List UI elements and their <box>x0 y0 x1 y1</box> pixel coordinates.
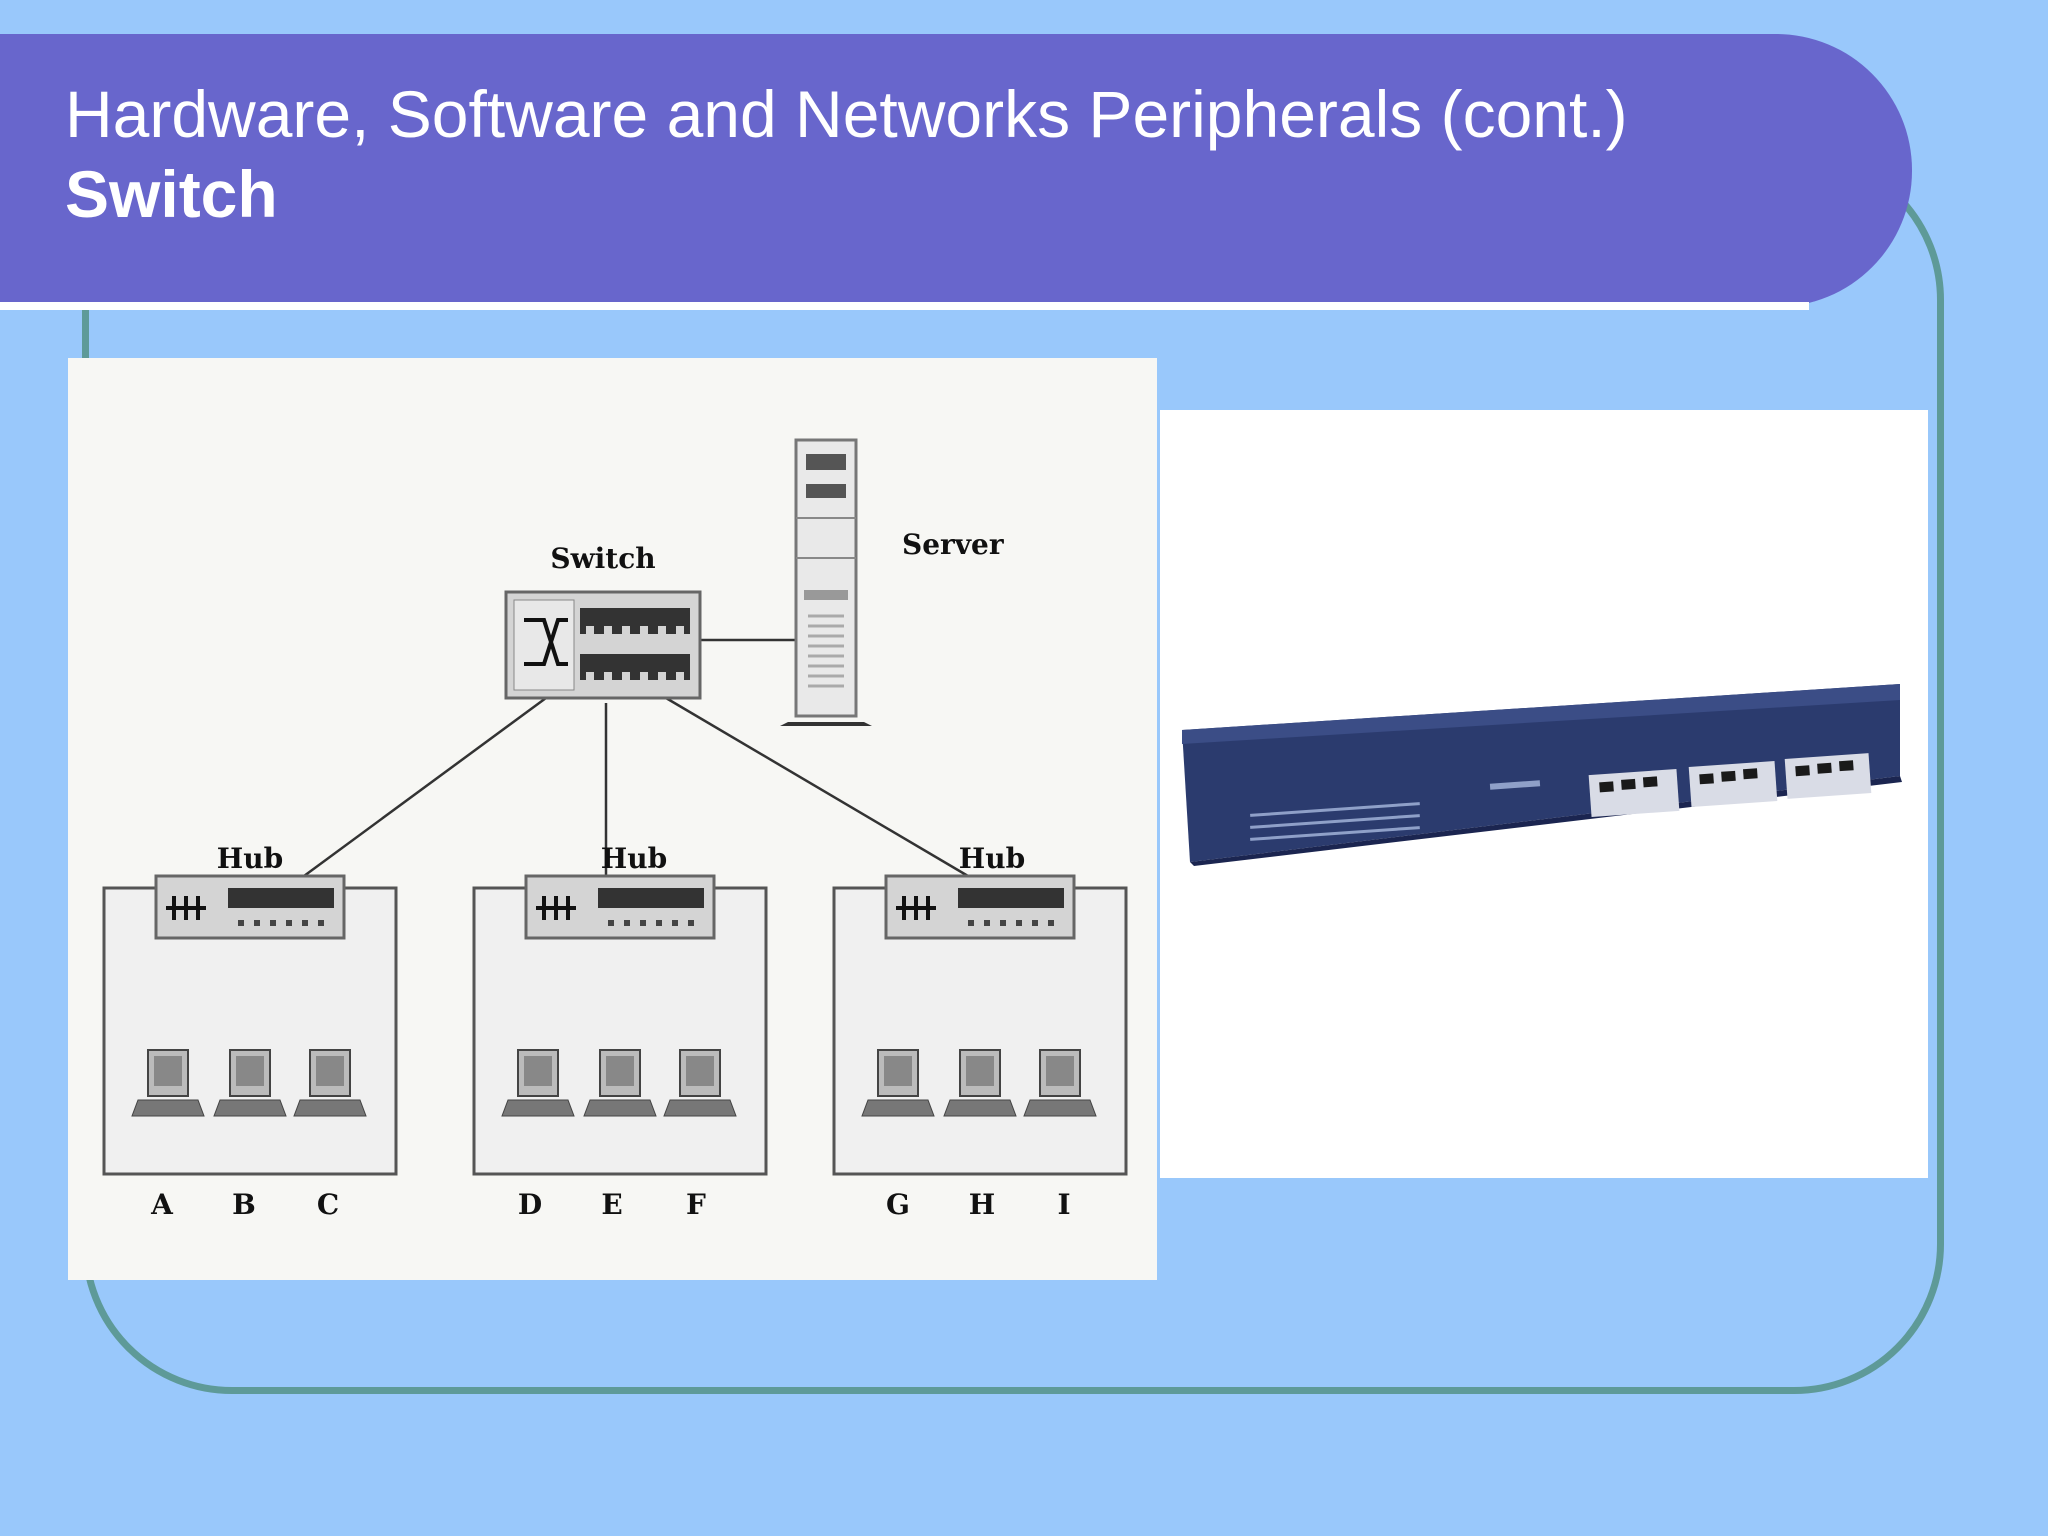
computer-icon <box>583 1049 657 1117</box>
computer-icon <box>861 1049 935 1117</box>
server-icon <box>780 438 872 726</box>
computer-label-a: A <box>150 1188 174 1221</box>
computer-label-e: E <box>601 1188 622 1221</box>
slide-subtitle: Switch <box>65 157 278 231</box>
server-label: Server <box>902 528 1005 561</box>
computer-label-b: B <box>232 1188 256 1221</box>
hub-label-2: Hub <box>601 842 667 875</box>
title-bar: Hardware, Software and Networks Peripher… <box>0 34 1912 310</box>
computer-label-i: I <box>1057 1188 1070 1221</box>
computer-icon <box>293 1049 367 1117</box>
computer-label-h: H <box>969 1188 995 1221</box>
hub-group-3 <box>832 874 1128 1176</box>
hub-group-1 <box>102 874 398 1176</box>
switch-device <box>504 590 702 700</box>
switch-photo-svg <box>1182 684 1902 866</box>
computer-icon <box>663 1049 737 1117</box>
computer-label-d: D <box>518 1188 542 1221</box>
hub-label-3: Hub <box>959 842 1025 875</box>
title-underline <box>0 302 1809 310</box>
computer-icon <box>501 1049 575 1117</box>
switch-photo <box>1160 410 1928 1178</box>
computer-label-c: C <box>317 1188 339 1221</box>
computer-icon <box>213 1049 287 1117</box>
computer-icon <box>1023 1049 1097 1117</box>
switch-label: Switch <box>550 542 655 575</box>
rack-switch-image <box>1182 684 1902 866</box>
network-diagram: Switch Server Hub <box>68 358 1157 1280</box>
network-diagram-svg: Switch Server Hub <box>102 438 1128 1221</box>
computer-label-g: G <box>886 1188 910 1221</box>
computer-icon <box>131 1049 205 1117</box>
computers <box>131 1049 1097 1117</box>
computer-label-f: F <box>686 1188 706 1221</box>
hub-group-2 <box>472 874 768 1176</box>
slide-title: Hardware, Software and Networks Peripher… <box>65 77 1628 151</box>
computer-icon <box>943 1049 1017 1117</box>
hub-label-1: Hub <box>217 842 283 875</box>
